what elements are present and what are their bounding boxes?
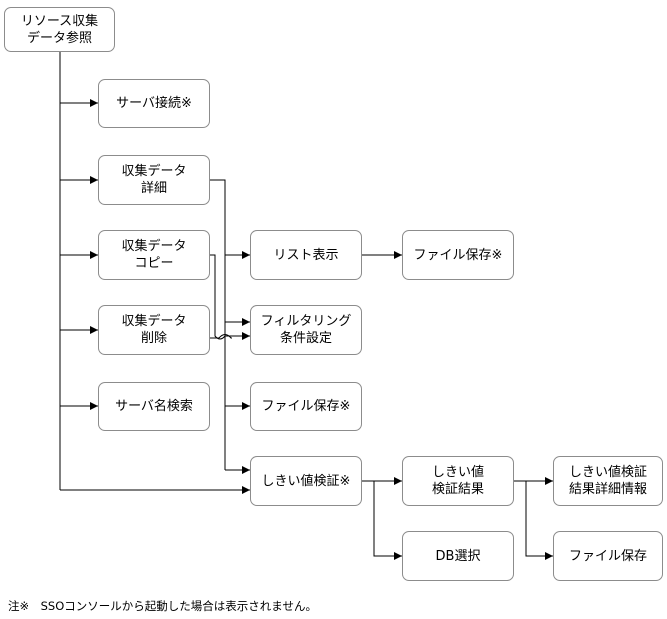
node-root: リソース収集 データ参照	[4, 7, 115, 52]
node-delete: 収集データ 削除	[98, 305, 210, 355]
node-threshold-result-label: しきい値 検証結果	[431, 465, 484, 497]
node-copy-label: 収集データ コピー	[121, 239, 187, 271]
node-list-display-label: リスト表示	[273, 247, 339, 263]
node-threshold-label: しきい値検証※	[261, 473, 351, 489]
node-file-save-3-label: ファイル保存	[568, 548, 647, 564]
node-delete-label: 収集データ 削除	[121, 314, 187, 346]
node-list-display: リスト表示	[250, 230, 362, 280]
node-db-select-label: DB選択	[435, 548, 481, 564]
node-file-save-2: ファイル保存※	[250, 382, 362, 431]
node-file-save-3: ファイル保存	[553, 531, 663, 581]
footnote: 注※ SSOコンソールから起動した場合は表示されません。	[8, 599, 317, 613]
node-root-label: リソース収集 データ参照	[20, 13, 99, 46]
threshold-branch	[362, 480, 402, 560]
node-server-search-label: サーバ名検索	[115, 399, 193, 414]
delete-line-hop	[210, 334, 232, 339]
copy-branch	[210, 254, 226, 340]
node-detail-label: 収集データ 詳細	[121, 164, 187, 196]
node-threshold-result: しきい値 検証結果	[402, 456, 514, 506]
node-server-connect-label: サーバ接続※	[116, 96, 192, 111]
node-server-connect: サーバ接続※	[98, 79, 210, 128]
node-db-select: DB選択	[402, 531, 514, 581]
node-file-save-1: ファイル保存※	[402, 230, 514, 280]
node-threshold-detail: しきい値検証 結果詳細情報	[553, 456, 663, 506]
result-branch	[514, 480, 553, 560]
detail-branch	[210, 179, 226, 470]
node-copy: 収集データ コピー	[98, 230, 210, 280]
node-threshold-detail-label: しきい値検証 結果詳細情報	[568, 465, 647, 497]
node-server-search: サーバ名検索	[98, 382, 210, 431]
node-file-save-2-label: ファイル保存※	[261, 399, 351, 414]
node-detail: 収集データ 詳細	[98, 155, 210, 205]
node-threshold: しきい値検証※	[250, 456, 362, 506]
node-file-save-1-label: ファイル保存※	[413, 247, 503, 263]
node-filter-label: フィルタリング 条件設定	[260, 314, 352, 346]
node-filter: フィルタリング 条件設定	[250, 305, 362, 355]
